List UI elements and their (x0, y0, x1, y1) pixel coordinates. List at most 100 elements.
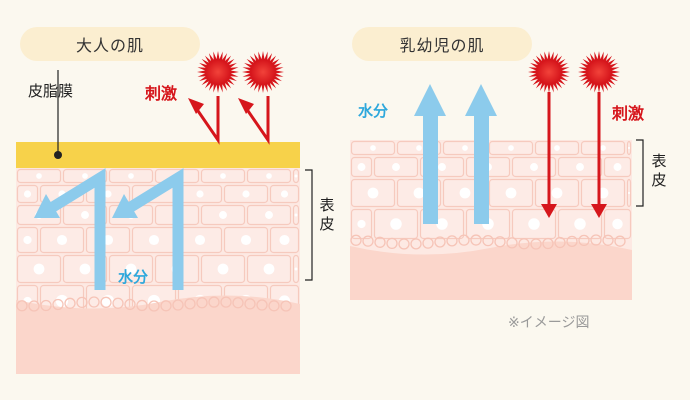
cell-nucleus (219, 211, 227, 219)
adult-skin-title: 大人の肌 (20, 27, 200, 61)
basal-cell (374, 236, 386, 248)
infant-moisture-arrow-1 (423, 112, 438, 224)
adult-basal-dots (16, 296, 292, 312)
basal-cell (76, 296, 88, 309)
infant-moisture-label: 水分 (358, 102, 389, 120)
basal-cell (100, 296, 112, 308)
cell-nucleus (148, 234, 160, 246)
cell-nucleus (294, 267, 298, 271)
basal-cell (148, 300, 160, 312)
basal-cell (16, 300, 28, 312)
cell-nucleus (263, 263, 275, 275)
cell-nucleus (370, 145, 376, 151)
cell-nucleus (613, 163, 622, 171)
adult-stimulus-label: 刺激 (145, 84, 178, 103)
cell-nucleus (23, 190, 32, 198)
adult-epidermis-bracket (305, 169, 313, 281)
adult-dermis (16, 295, 300, 374)
infant-stimulus-bursts (528, 51, 620, 93)
adult-moisture-arrow-2-head (112, 194, 138, 218)
basal-cell (64, 297, 76, 309)
cell-nucleus (530, 163, 538, 171)
adult-moisture-arrow-1-head (34, 194, 60, 218)
basal-cell (506, 237, 518, 249)
basal-cell (422, 237, 434, 249)
adult-stimulus-bursts (197, 51, 284, 93)
basal-cell (208, 296, 220, 308)
cell-nucleus (101, 294, 115, 308)
cell-nucleus (600, 145, 606, 151)
basal-cell (566, 235, 578, 248)
basal-cell (112, 297, 124, 309)
cell-nucleus (220, 173, 226, 179)
basal-cell (52, 298, 64, 311)
cell-nucleus (551, 187, 563, 199)
cell-nucleus (294, 174, 298, 178)
basal-cell (386, 237, 398, 250)
basal-cell (554, 236, 566, 249)
basal-cell (434, 236, 446, 248)
adult-moisture-arrow-1 (45, 168, 106, 290)
cell-nucleus (505, 187, 517, 199)
infant-dermis (350, 241, 632, 300)
adult-epidermis-label: 表皮 (319, 196, 335, 233)
cell-nucleus (294, 213, 298, 217)
cell-nucleus (56, 234, 68, 246)
basal-cell (160, 300, 172, 312)
basal-cell (590, 234, 602, 246)
basal-cell (256, 299, 268, 311)
basal-cell (482, 235, 494, 247)
basal-cell (542, 237, 554, 250)
cell-nucleus (612, 218, 623, 230)
cell-nucleus (627, 191, 631, 195)
cell-nucleus (574, 218, 586, 230)
basal-cell (410, 238, 422, 250)
sebum-layer (16, 142, 300, 168)
adult-skin-section (16, 142, 300, 374)
cell-nucleus (242, 190, 250, 198)
infant-skin-title: 乳幼児の肌 (352, 27, 532, 61)
cell-nucleus (79, 263, 91, 275)
stimulus-burst-core (251, 60, 275, 84)
cell-nucleus (266, 173, 272, 179)
cell-nucleus (265, 211, 273, 219)
illustration-note: ※イメージ図 (508, 315, 590, 331)
cell-nucleus (436, 218, 448, 230)
infant-epidermis-bracket (636, 139, 644, 207)
cell-nucleus (82, 173, 88, 179)
basal-cell (268, 300, 280, 312)
infant-skin-section (350, 140, 632, 300)
adult-stimulus-arrow-1 (194, 96, 220, 145)
adult-stimulus-arrow-2 (244, 96, 270, 145)
cell-nucleus (240, 234, 252, 246)
adult-stimulus-arrows (188, 96, 270, 145)
basal-cell (232, 297, 244, 309)
basal-cell (470, 234, 482, 246)
cell-nucleus (217, 263, 229, 275)
cell-nucleus (279, 234, 290, 246)
infant-basal-dots (350, 234, 626, 250)
cell-nucleus (367, 187, 379, 199)
adult-moisture-label: 水分 (118, 268, 149, 286)
basal-cell (578, 234, 590, 247)
basal-cell (184, 298, 196, 310)
basal-cell (398, 238, 410, 250)
basal-cell (220, 296, 232, 308)
basal-cell (494, 236, 506, 248)
infant-stimulus-arrows (541, 92, 607, 218)
adult-moisture-arrows (34, 168, 184, 290)
cell-nucleus (23, 235, 32, 245)
sebum-pointer-dot (54, 151, 62, 159)
basal-cell (124, 298, 136, 311)
stimulus-burst-core (587, 60, 611, 84)
infant-stimulus-label: 刺激 (612, 104, 645, 123)
cell-nucleus (413, 187, 425, 199)
cell-nucleus (390, 218, 402, 230)
cell-nucleus (627, 146, 631, 150)
cell-nucleus (196, 190, 204, 198)
basal-cell (602, 234, 614, 246)
basal-cell (518, 238, 530, 250)
basal-cell (614, 235, 626, 247)
basal-cell (530, 238, 542, 250)
